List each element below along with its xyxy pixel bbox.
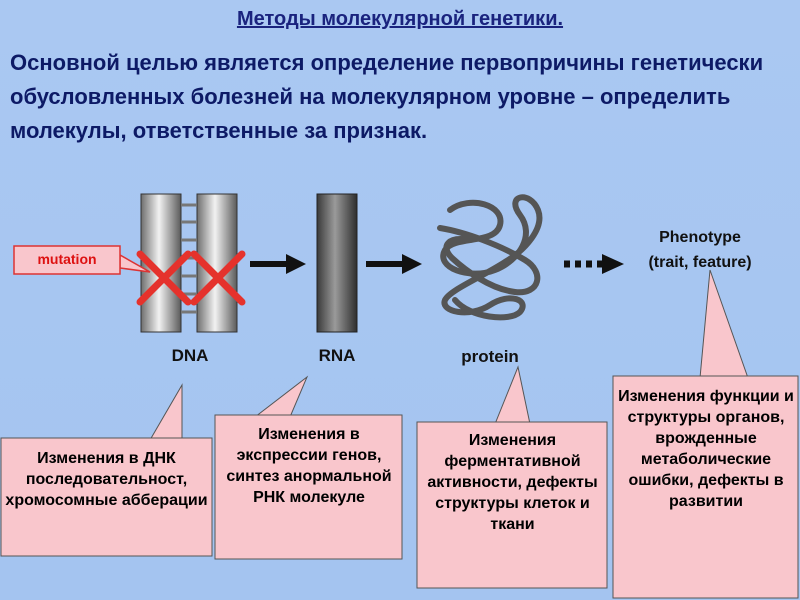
dna-molecule: [140, 193, 238, 333]
callout-protein-box: [416, 421, 608, 589]
arrow-protein-phenotype: [564, 254, 624, 274]
callout-rna-text: Изменения в экспрессии генов, синтез ано…: [226, 426, 392, 506]
arrow-rna-protein: [366, 254, 422, 274]
page-title: Методы молекулярной генетики.: [236, 8, 564, 30]
callout-phenotype-box: [612, 375, 799, 599]
rna-molecule: [316, 193, 358, 333]
phenotype-label: Phenotype: [659, 229, 741, 246]
mutation-label: mutation: [37, 251, 97, 267]
phenotype-sub-label: (trait, feature): [648, 254, 752, 271]
protein-label: protein: [461, 347, 519, 366]
rna-label: RNA: [318, 346, 356, 365]
callout-dna-box: [0, 437, 213, 557]
dna-label: DNA: [171, 346, 209, 365]
mutation-badge: [13, 245, 151, 275]
callout-phenotype-text: Изменения функции и структуры органов, в…: [618, 388, 794, 510]
arrow-dna-rna: [250, 254, 306, 274]
protein-molecule: [437, 194, 543, 321]
callout-rna-box: [214, 414, 403, 560]
callout-dna-text: Изменения в ДНК последовательност, хромо…: [5, 450, 208, 509]
callout-protein-text: Изменения ферментативной активности, деф…: [427, 432, 598, 533]
mutation-cross-icon: [136, 250, 246, 306]
intro-text: Основной целью является определение перв…: [10, 50, 764, 143]
